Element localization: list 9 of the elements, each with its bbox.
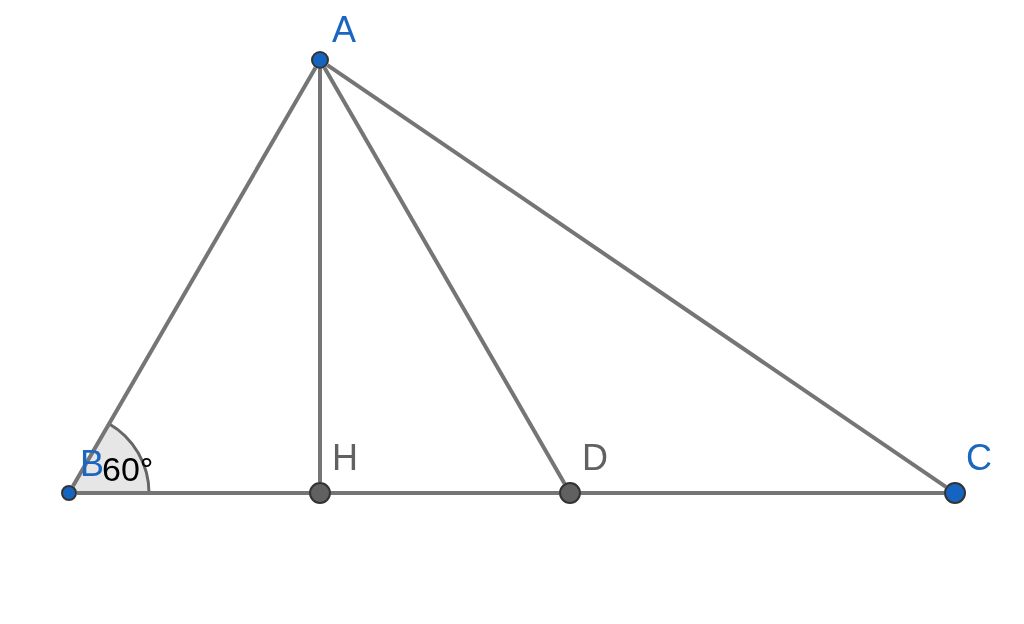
point-label: C [966, 440, 992, 476]
point-label: D [582, 440, 608, 476]
point-label: H [332, 440, 358, 476]
line-segment [318, 69, 322, 482]
point-label: A [332, 12, 356, 48]
line-segment [331, 491, 559, 495]
line-segment [581, 491, 944, 495]
line-segment [77, 491, 309, 495]
point-label: B [80, 446, 104, 482]
